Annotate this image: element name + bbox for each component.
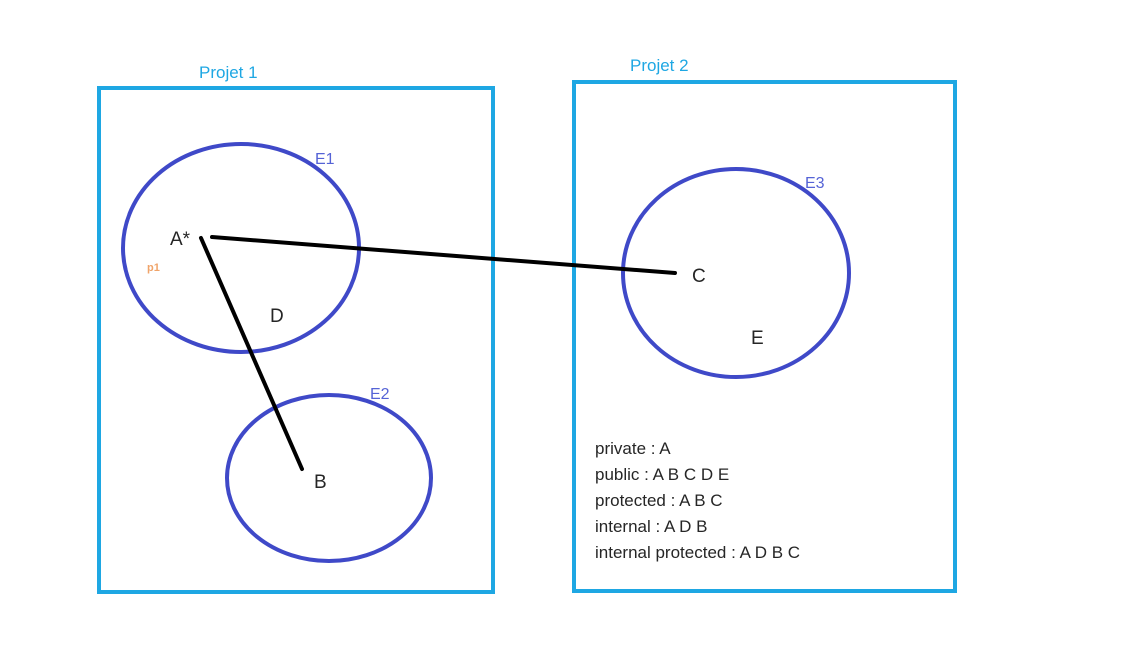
node-a: A*	[170, 229, 191, 250]
project-box-2	[572, 80, 957, 593]
project-label-2: Projet 2	[630, 56, 689, 75]
node-c: C	[692, 266, 706, 287]
project-box-1	[97, 86, 495, 594]
ensemble-label-e3: E3	[805, 175, 825, 192]
ensemble-e1	[121, 142, 361, 354]
project-label-1: Projet 1	[199, 63, 258, 82]
ensemble-label-e1: E1	[315, 151, 335, 168]
link-a-b	[199, 236, 304, 471]
access-rules-legend: private : A public : A B C D E protected…	[595, 439, 800, 562]
ensemble-e3	[621, 167, 851, 379]
link-a-c	[210, 235, 677, 275]
node-label-p1: p1	[147, 262, 160, 274]
rule-internal-protected: internal protected : A D B C	[595, 543, 800, 562]
rule-internal: internal : A D B	[595, 517, 707, 536]
rule-protected: protected : A B C	[595, 491, 723, 510]
rule-private: private : A	[595, 439, 671, 458]
ensemble-label-e2: E2	[370, 386, 390, 403]
rule-public: public : A B C D E	[595, 465, 729, 484]
node-e: E	[751, 328, 764, 349]
ensemble-e2	[225, 393, 433, 563]
node-b: B	[314, 472, 327, 493]
node-d: D	[270, 306, 284, 327]
